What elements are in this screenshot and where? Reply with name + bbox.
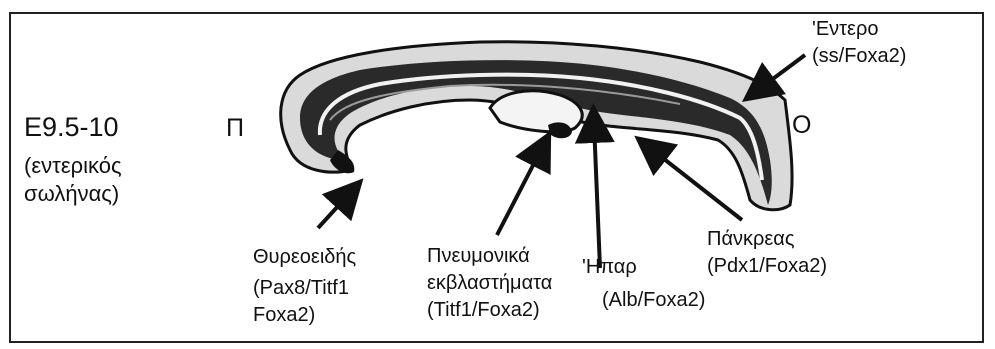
lung-arrow: [497, 148, 542, 235]
stage-label: E9.5-10: [24, 112, 119, 143]
thyroid-label: Θυρεοειδής (Pax8/Titf1 Foxa2): [253, 244, 356, 329]
lung-label: Πνευμονικά εκβλαστήματα (Titf1/Foxa2): [427, 243, 552, 324]
pancreas-markers: (Pdx1/Foxa2): [707, 253, 827, 280]
liver-name: 'Ηπαρ: [582, 254, 705, 281]
gut-markers: (ss/Foxa2): [812, 43, 906, 70]
thyroid-name: Θυρεοειδής: [253, 244, 356, 271]
lung-name-line1: Πνευμονικά: [427, 243, 552, 270]
gut-arrow: [758, 55, 805, 90]
posterior-label: O: [792, 111, 811, 140]
thyroid-markers-line2: Foxa2): [253, 302, 356, 329]
pancreas-name: Πάνκρεας: [707, 226, 827, 253]
liver-markers: (Alb/Foxa2): [602, 287, 705, 314]
stage-description-line2: σωλήνας): [24, 180, 122, 208]
pancreas-arrow: [650, 148, 742, 220]
pancreas-label: Πάνκρεας (Pdx1/Foxa2): [707, 226, 827, 280]
gut-label: 'Εντερο (ss/Foxa2): [812, 16, 906, 70]
anterior-label: Π: [226, 114, 244, 143]
stage-description: (εντερικός σωλήνας): [24, 152, 122, 208]
gut-name: 'Εντερο: [812, 16, 906, 43]
liver-label: 'Ηπαρ (Alb/Foxa2): [582, 277, 705, 314]
thyroid-arrow: [318, 193, 350, 228]
lung-name-line2: εκβλαστήματα: [427, 270, 552, 297]
stage-description-line1: (εντερικός: [24, 152, 122, 180]
lung-markers: (Titf1/Foxa2): [427, 297, 552, 324]
thyroid-markers-line1: (Pax8/Titf1: [253, 275, 356, 302]
liver-arrow: [594, 123, 600, 268]
